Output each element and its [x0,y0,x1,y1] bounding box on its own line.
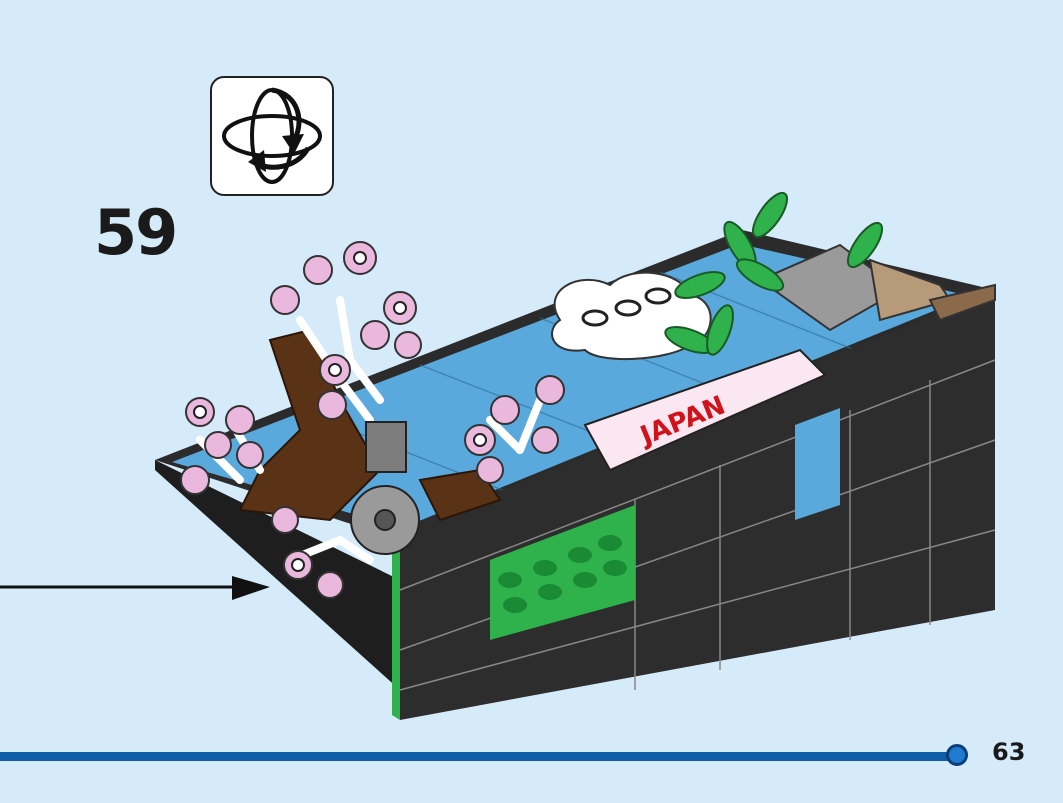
rotate-model-icon [222,87,322,184]
rotate-hint-box [210,76,334,196]
blue-opening [795,408,840,520]
bamboo-leaves [664,191,884,356]
page-number: 63 [992,738,1026,766]
base-left-side [155,460,400,690]
step-number: 59 [94,196,178,269]
japan-sign-tile [583,348,827,472]
pointer-arrow-head [232,576,270,600]
page-indicator-dot [946,744,968,766]
footer-bar [0,752,958,761]
